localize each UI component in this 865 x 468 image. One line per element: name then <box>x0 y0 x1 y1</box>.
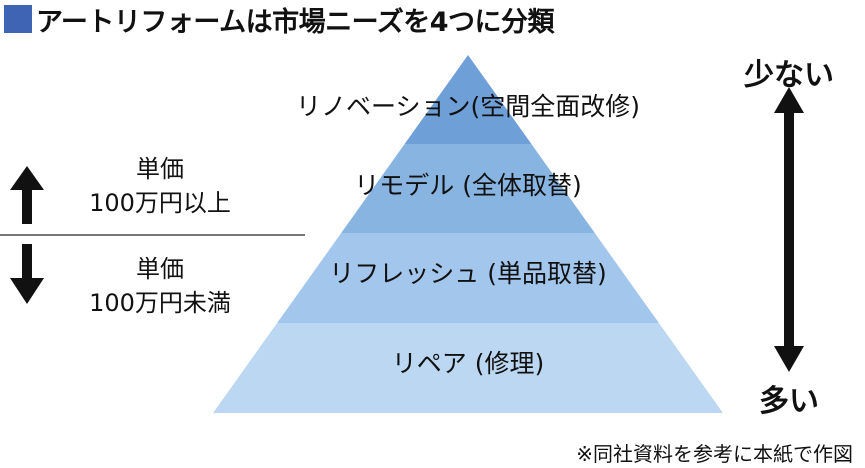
source-footnote: ※同社資料を参考に本紙で作図 <box>576 442 853 466</box>
tier-label-repair: リペア (修理) <box>392 349 544 378</box>
chart-title: アートリフォームは市場ニーズを4つに分類 <box>4 2 555 38</box>
pyramid-tier-refresh <box>277 233 659 323</box>
price-under-label: 単価 100万円未満 <box>70 252 250 320</box>
axis-label-many: 多い <box>759 384 819 419</box>
tier-label-refresh: リフレッシュ (単品取替) <box>329 259 606 288</box>
price-over-line1: 単価 <box>136 155 184 183</box>
price-over-label: 単価 100万円以上 <box>70 152 250 220</box>
price-under-line2: 100万円未満 <box>89 289 231 317</box>
price-divider-line <box>0 234 305 236</box>
price-under-line1: 単価 <box>136 255 184 283</box>
title-square-icon <box>4 5 32 33</box>
pyramid-tier-repair <box>213 323 723 413</box>
tier-label-remodel: リモデル (全体取替) <box>354 171 581 200</box>
title-text: アートリフォームは市場ニーズを4つに分類 <box>36 6 555 38</box>
up-arrow-icon <box>10 166 44 224</box>
tier-label-renovation: リノベーション(空間全面改修) <box>296 92 640 121</box>
down-arrow-icon <box>10 244 44 304</box>
double-arrow-icon <box>774 87 804 372</box>
price-over-line2: 100万円以上 <box>89 189 231 217</box>
pyramid-tier-remodel <box>341 144 595 233</box>
axis-label-few: 少ない <box>744 58 834 93</box>
pyramid-tier-renovation <box>404 55 532 144</box>
